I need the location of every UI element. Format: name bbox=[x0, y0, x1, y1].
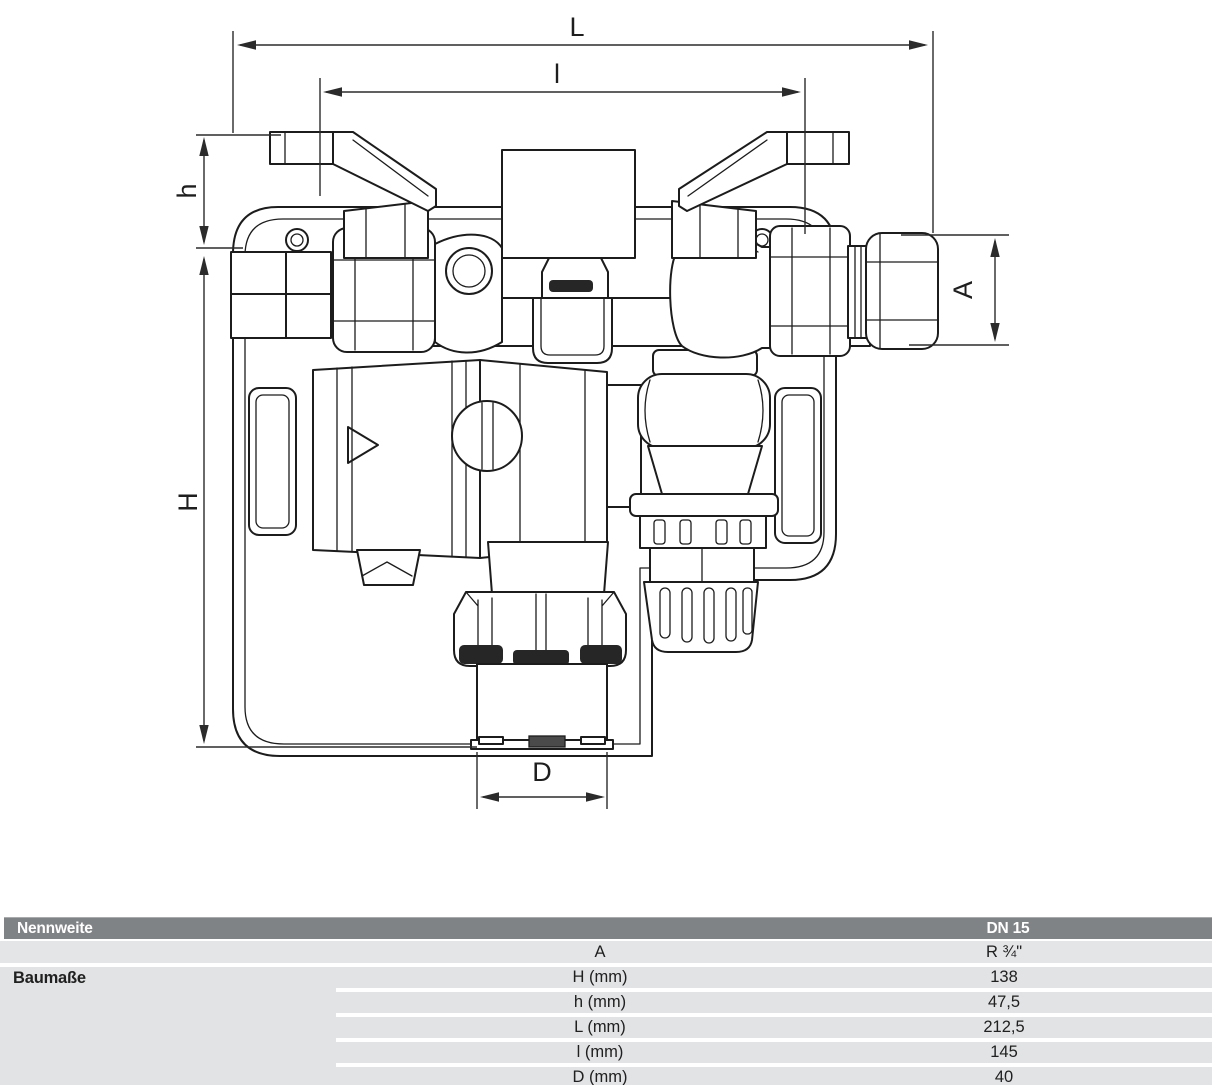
row-param: D (mm) bbox=[572, 1068, 628, 1085]
table-row: D (mm) 40 bbox=[336, 1067, 1212, 1085]
left-lever-handle bbox=[269, 131, 437, 212]
row-value: 138 bbox=[990, 968, 1018, 986]
outlet-spacer-rings bbox=[847, 245, 869, 339]
dim-label-D: D bbox=[532, 757, 552, 787]
valve-technical-drawing: L l h H A D bbox=[172, 12, 1009, 809]
right-union-nut bbox=[769, 225, 851, 357]
table-row: l (mm) 145 bbox=[336, 1042, 1212, 1063]
dim-label-L: L bbox=[569, 12, 584, 42]
right-lever-handle bbox=[678, 131, 850, 212]
row-param: h (mm) bbox=[573, 993, 627, 1011]
row-param: l (mm) bbox=[576, 1043, 624, 1061]
dimension-A: A bbox=[901, 234, 1009, 346]
dimension-L: L bbox=[232, 12, 934, 233]
inlet-connector bbox=[230, 251, 332, 339]
dimension-h: h bbox=[172, 134, 281, 249]
check-valve-window bbox=[532, 257, 613, 364]
flow-direction-arrow bbox=[347, 426, 379, 464]
table-row: H (mm) 138 bbox=[336, 967, 1212, 988]
drain-connector bbox=[453, 541, 627, 750]
right-valve-stem bbox=[671, 200, 757, 259]
filter-body bbox=[312, 359, 674, 586]
dimension-l: l bbox=[319, 59, 806, 234]
dimension-D: D bbox=[476, 752, 608, 809]
mounting-slot-right bbox=[774, 387, 822, 544]
row-value: R ¾" bbox=[985, 943, 1023, 961]
row-param: L (mm) bbox=[574, 1018, 626, 1036]
table-row: L (mm) 212,5 bbox=[336, 1017, 1212, 1038]
adjustment-knob bbox=[451, 400, 523, 472]
row-value: 212,5 bbox=[983, 1018, 1025, 1036]
outlet-nut bbox=[865, 232, 939, 350]
row-value: 40 bbox=[994, 1068, 1014, 1085]
table-header-value: DN 15 bbox=[986, 920, 1030, 937]
left-valve-stem bbox=[343, 200, 429, 259]
safety-valve-knob bbox=[643, 581, 759, 653]
dimension-H: H bbox=[173, 256, 477, 748]
sight-glass bbox=[445, 247, 493, 295]
table-header-row: Nennweite DN 15 bbox=[4, 917, 1212, 939]
dim-label-H: H bbox=[173, 492, 203, 512]
mounting-slot-left bbox=[248, 387, 297, 536]
dim-label-A: A bbox=[948, 281, 978, 299]
dim-label-h: h bbox=[172, 183, 202, 198]
group-label: Baumaße bbox=[13, 969, 86, 987]
table-header-label: Nennweite bbox=[17, 920, 93, 937]
table-body: Baumaße H (mm) 138 h (mm) 47,5 L (mm) 21… bbox=[0, 967, 1212, 1085]
group-cell: Baumaße bbox=[0, 967, 336, 1085]
row-value: 47,5 bbox=[987, 993, 1021, 1011]
table-row: A R ¾" bbox=[0, 941, 1212, 963]
drain-pipe bbox=[476, 663, 608, 741]
row-param: A bbox=[594, 943, 606, 961]
safety-valve bbox=[629, 349, 779, 653]
table-row: h (mm) 47,5 bbox=[336, 992, 1212, 1013]
row-value: 145 bbox=[990, 1043, 1018, 1061]
row-param: H (mm) bbox=[572, 968, 628, 986]
center-block bbox=[501, 149, 636, 259]
screw-hole-left bbox=[285, 228, 309, 252]
dim-label-l: l bbox=[554, 59, 560, 89]
